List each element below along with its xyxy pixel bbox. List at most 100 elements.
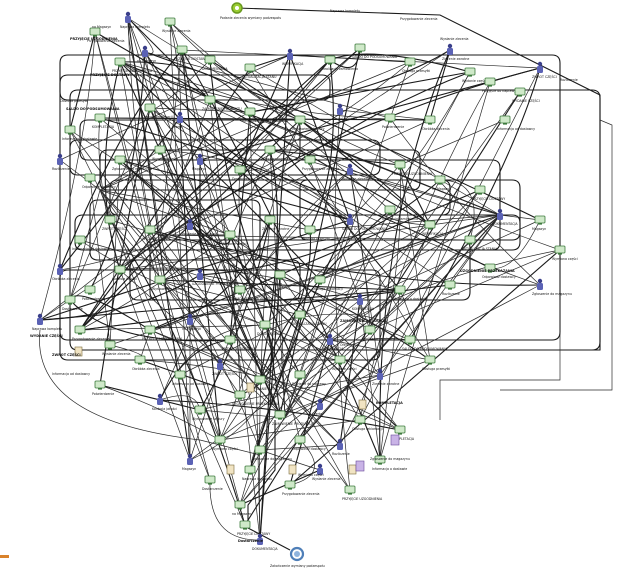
task-node[interactable]: [264, 215, 276, 225]
actor-node[interactable]: [257, 533, 263, 545]
task-node[interactable]: [154, 275, 166, 285]
actor-node[interactable]: [287, 48, 293, 60]
task-node[interactable]: [474, 185, 486, 195]
actor-node[interactable]: [337, 438, 343, 450]
actor-node[interactable]: [497, 208, 503, 220]
task-node[interactable]: [234, 500, 246, 510]
task-node[interactable]: [404, 335, 416, 345]
task-node[interactable]: [294, 435, 306, 445]
task-node[interactable]: [444, 280, 456, 290]
actor-node[interactable]: [317, 463, 323, 475]
actor-node[interactable]: [177, 111, 183, 123]
start-event[interactable]: [231, 2, 243, 14]
task-node[interactable]: [354, 415, 366, 425]
task-node[interactable]: [134, 355, 146, 365]
task-node[interactable]: [514, 87, 526, 97]
task-node[interactable]: [64, 125, 76, 135]
actor-node[interactable]: [447, 43, 453, 55]
actor-node[interactable]: [187, 218, 193, 230]
task-node[interactable]: [144, 103, 156, 113]
task-node[interactable]: [384, 113, 396, 123]
task-node[interactable]: [194, 405, 206, 415]
actor-node[interactable]: [337, 103, 343, 115]
actor-node[interactable]: [197, 153, 203, 165]
task-node[interactable]: [314, 275, 326, 285]
task-node[interactable]: [434, 175, 446, 185]
task-node[interactable]: [84, 285, 96, 295]
task-node[interactable]: [114, 155, 126, 165]
task-node[interactable]: [304, 155, 316, 165]
actor-node[interactable]: [537, 61, 543, 73]
task-node[interactable]: [394, 285, 406, 295]
task-node[interactable]: [424, 115, 436, 125]
task-node[interactable]: [294, 310, 306, 320]
actor-node[interactable]: [197, 268, 203, 280]
actor-node[interactable]: [57, 263, 63, 275]
actor-node[interactable]: [327, 333, 333, 345]
actor-node[interactable]: [217, 358, 223, 370]
task-node[interactable]: [404, 57, 416, 67]
task-node[interactable]: [224, 230, 236, 240]
task-node[interactable]: [464, 235, 476, 245]
task-node[interactable]: [364, 325, 376, 335]
task-node[interactable]: [499, 115, 511, 125]
task-node[interactable]: [224, 335, 236, 345]
actor-node[interactable]: [157, 393, 163, 405]
task-node[interactable]: [84, 173, 96, 183]
task-node[interactable]: [239, 520, 251, 530]
task-node[interactable]: [144, 225, 156, 235]
actor-node[interactable]: [125, 11, 131, 23]
end-event[interactable]: [289, 546, 305, 562]
task-node[interactable]: [214, 435, 226, 445]
task-node[interactable]: [234, 165, 246, 175]
actor-node[interactable]: [357, 293, 363, 305]
task-node[interactable]: [94, 380, 106, 390]
actor-node[interactable]: [317, 398, 323, 410]
task-node[interactable]: [274, 410, 286, 420]
task-node[interactable]: [244, 107, 256, 117]
task-node[interactable]: [114, 265, 126, 275]
actor-node[interactable]: [377, 368, 383, 380]
task-node[interactable]: [424, 355, 436, 365]
actor-node[interactable]: [537, 278, 543, 290]
task-node[interactable]: [484, 77, 496, 87]
task-node[interactable]: [324, 55, 336, 65]
actor-node[interactable]: [37, 313, 43, 325]
task-node[interactable]: [104, 215, 116, 225]
task-node[interactable]: [424, 220, 436, 230]
actor-node[interactable]: [142, 45, 148, 57]
actor-node[interactable]: [187, 453, 193, 465]
task-node[interactable]: [254, 445, 266, 455]
actor-node[interactable]: [347, 163, 353, 175]
task-node[interactable]: [354, 43, 366, 53]
task-node[interactable]: [244, 465, 256, 475]
task-node[interactable]: [64, 295, 76, 305]
task-node[interactable]: [144, 325, 156, 335]
task-node[interactable]: [464, 67, 476, 77]
task-node[interactable]: [304, 225, 316, 235]
task-node[interactable]: [554, 245, 566, 255]
task-node[interactable]: [384, 205, 396, 215]
task-node[interactable]: [394, 425, 406, 435]
task-node[interactable]: [294, 115, 306, 125]
task-node[interactable]: [394, 160, 406, 170]
task-node[interactable]: [174, 370, 186, 380]
actor-node[interactable]: [57, 153, 63, 165]
task-node[interactable]: [164, 17, 176, 27]
task-node[interactable]: [204, 95, 216, 105]
task-node[interactable]: [94, 113, 106, 123]
task-node[interactable]: [484, 263, 496, 273]
task-node[interactable]: [334, 355, 346, 365]
task-node[interactable]: [176, 45, 188, 55]
task-node[interactable]: [534, 215, 546, 225]
task-node[interactable]: [284, 480, 296, 490]
task-node[interactable]: [74, 235, 86, 245]
task-node[interactable]: [114, 57, 126, 67]
task-node[interactable]: [89, 27, 101, 37]
task-node[interactable]: [259, 320, 271, 330]
task-node[interactable]: [344, 485, 356, 495]
task-node[interactable]: [374, 455, 386, 465]
task-node[interactable]: [204, 475, 216, 485]
task-node[interactable]: [74, 325, 86, 335]
task-node[interactable]: [244, 63, 256, 73]
